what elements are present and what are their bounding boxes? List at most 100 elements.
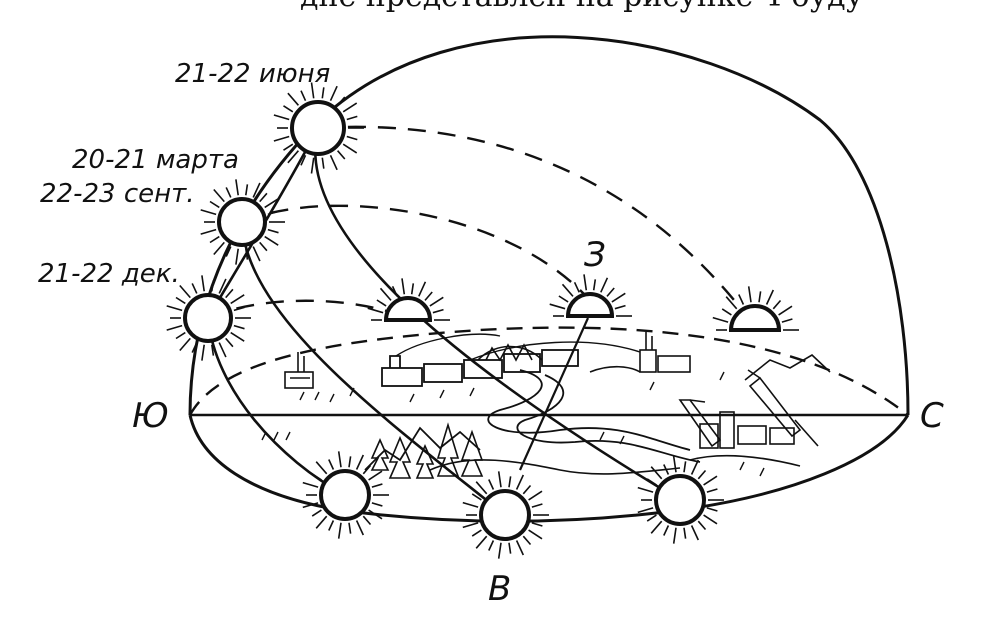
- sun-ray: [342, 143, 358, 154]
- sun-ray: [475, 535, 488, 549]
- sun-ray: [225, 288, 234, 299]
- sun-ray: [781, 318, 793, 323]
- sun-ray: [264, 235, 279, 246]
- sun-ray: [273, 135, 290, 142]
- sun-ray: [497, 471, 502, 488]
- sun-ray: [391, 285, 398, 297]
- sun-ray: [367, 307, 384, 314]
- sun-ray: [432, 308, 444, 314]
- sun-ray: [218, 278, 227, 294]
- sun-ray: [245, 184, 249, 196]
- sun-ray: [310, 82, 315, 99]
- sun-ray: [175, 296, 186, 305]
- sun-ray: [311, 473, 322, 481]
- sun-ray: [508, 476, 512, 488]
- sun-ray: [471, 493, 482, 501]
- sun-ray: [321, 87, 325, 99]
- sun-ray: [287, 150, 300, 164]
- sun-ray: [672, 456, 677, 473]
- sun-ray: [235, 248, 239, 265]
- sun-ray: [462, 522, 479, 529]
- sun-ray: [329, 85, 338, 102]
- sun-ray: [747, 286, 752, 303]
- label-north: С: [920, 396, 944, 436]
- sun-ray: [218, 342, 227, 358]
- sun-december-rise: [302, 451, 389, 539]
- sun-ray: [233, 324, 245, 330]
- sun-ray: [637, 507, 654, 514]
- sun-ray: [561, 283, 574, 297]
- sun-ray: [429, 296, 444, 307]
- sun-december-noon: [166, 275, 251, 361]
- cropped-header-text: дне представлен на рисунке 4 буду: [300, 0, 864, 14]
- sun-ray: [558, 295, 569, 303]
- sun-ray: [531, 503, 543, 508]
- sun-ray: [637, 486, 654, 493]
- sun-markers: [166, 82, 799, 559]
- west-sightline: [518, 317, 590, 471]
- sun-ray: [379, 287, 392, 301]
- sun-ray: [315, 461, 328, 475]
- sun-ray: [273, 114, 290, 121]
- sun-ray: [368, 509, 383, 520]
- sun-ray: [302, 481, 319, 488]
- sun-ray: [235, 179, 239, 196]
- label-south: Ю: [132, 396, 169, 436]
- sun-half-disc: [565, 292, 615, 318]
- sun-ray: [614, 304, 626, 310]
- sun-ray: [725, 296, 738, 310]
- sun-ray: [283, 105, 294, 113]
- sun-ray: [225, 337, 234, 348]
- sun-ray: [672, 527, 677, 544]
- sun-ray: [362, 515, 372, 526]
- sun-ray: [697, 469, 707, 480]
- sun-ray: [663, 464, 670, 475]
- bridge: [477, 343, 543, 362]
- sun-ray: [259, 241, 268, 252]
- sun-ray: [706, 488, 718, 493]
- sun-ray: [418, 281, 427, 297]
- sun-ray: [697, 520, 707, 531]
- sun-ray: [336, 96, 346, 106]
- equinox-path-back: [241, 204, 599, 311]
- sun-ray: [592, 279, 597, 291]
- sun-ray: [201, 344, 205, 361]
- sun-june-set: [712, 286, 799, 332]
- sun-ray: [337, 522, 342, 539]
- sun-ray: [346, 115, 358, 121]
- sun-ray: [778, 305, 793, 316]
- sun-ray: [166, 305, 183, 312]
- sun-disc: [217, 197, 267, 247]
- sun-ray: [328, 520, 335, 531]
- sun-ray: [310, 157, 315, 174]
- sun-ray: [650, 466, 663, 480]
- sun-ray: [211, 344, 215, 356]
- sun-ray: [371, 502, 383, 507]
- sun-ray: [706, 507, 718, 512]
- sun-ray: [200, 228, 217, 235]
- horizon-back-edge: [188, 326, 909, 416]
- sun-disc: [290, 100, 346, 156]
- sun-ray: [267, 210, 279, 216]
- label-june: 21-22 июня: [175, 59, 330, 89]
- sun-ray: [230, 294, 245, 305]
- sun-ray: [368, 470, 383, 481]
- sun-ray: [337, 451, 342, 468]
- sun-ray: [201, 275, 205, 292]
- mountains-right: [744, 354, 831, 381]
- sun-ray: [245, 248, 249, 260]
- sun-ray: [424, 291, 433, 301]
- sun-ray: [179, 284, 191, 299]
- sun-ray: [209, 235, 220, 244]
- sun-ray: [200, 209, 217, 216]
- sun-ray: [342, 102, 358, 113]
- sun-ray: [175, 331, 186, 340]
- sun-equinox-rise: [462, 471, 549, 559]
- river-bank-lower: [516, 374, 701, 463]
- sun-ray: [462, 501, 479, 508]
- factory-far-right: [589, 332, 691, 373]
- train: [381, 333, 579, 387]
- label-west: З: [584, 235, 606, 275]
- sun-ray: [302, 502, 319, 509]
